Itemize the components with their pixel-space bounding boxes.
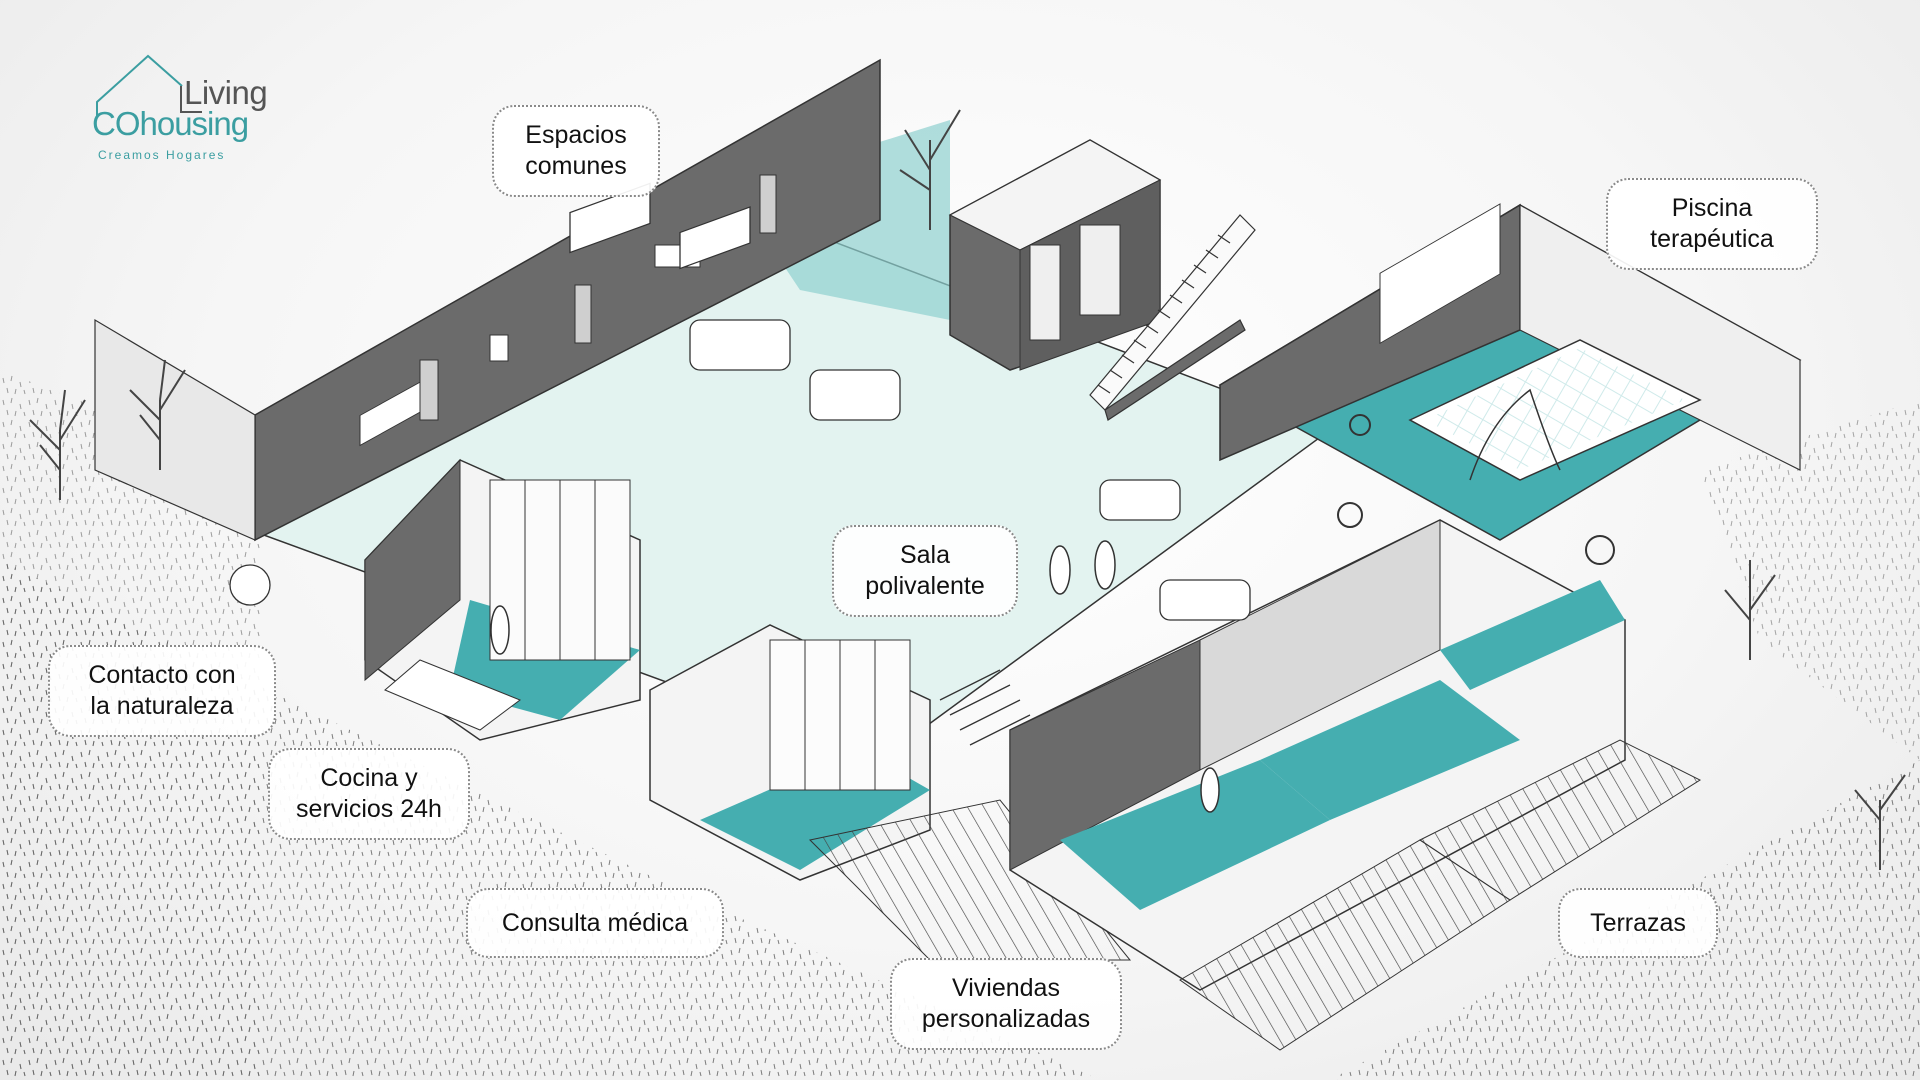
logo-co-prefix: CO: [92, 105, 140, 142]
logo-housing-text: housing: [139, 105, 250, 142]
label-consulta-medica-text: Consulta médica: [501, 908, 689, 937]
logo-tagline: Creamos Hogares: [98, 148, 226, 162]
label-contacto-naturaleza: Contacto con la naturaleza: [48, 645, 276, 737]
people: [490, 540, 1220, 813]
label-viviendas-personalizadas-text: Viviendas personalizadas: [921, 974, 1091, 1033]
label-consulta-medica: Consulta médica: [466, 888, 724, 958]
label-sala-polivalente-text: Sala polivalente: [865, 541, 985, 600]
label-sala-polivalente: Sala polivalente: [832, 525, 1018, 617]
logo-line-living: Living: [184, 74, 268, 111]
therapy-pool-room: [1218, 203, 1802, 565]
label-piscina-text: Piscina terapéutica: [1650, 194, 1774, 253]
label-cocina-servicios: Cocina y servicios 24h: [268, 748, 470, 840]
house-roof-icon: [96, 54, 202, 118]
living-cohousing-logo: Living COhousing Creamos Hogares: [92, 50, 292, 165]
label-contacto-naturaleza-text: Contacto con la naturaleza: [88, 661, 236, 720]
label-piscina: Piscina terapéutica: [1606, 178, 1818, 270]
back-wall: [94, 58, 881, 542]
label-espacios-comunes: Espacios comunes: [492, 105, 660, 197]
label-viviendas-personalizadas: Viviendas personalizadas: [890, 958, 1122, 1050]
label-espacios-comunes-text: Espacios comunes: [525, 121, 627, 180]
furniture: [229, 182, 1251, 746]
staircase: [1089, 214, 1256, 421]
elevator-block: [948, 139, 1162, 371]
label-terrazas-text: Terrazas: [1590, 908, 1686, 937]
medical-room: [649, 624, 1132, 961]
label-cocina-servicios-text: Cocina y servicios 24h: [296, 764, 442, 823]
tree-left: [29, 109, 1906, 870]
apartment-units: [1009, 519, 1702, 1051]
logo-line-cohousing: COhousing: [92, 105, 250, 143]
label-terrazas: Terrazas: [1558, 888, 1718, 958]
